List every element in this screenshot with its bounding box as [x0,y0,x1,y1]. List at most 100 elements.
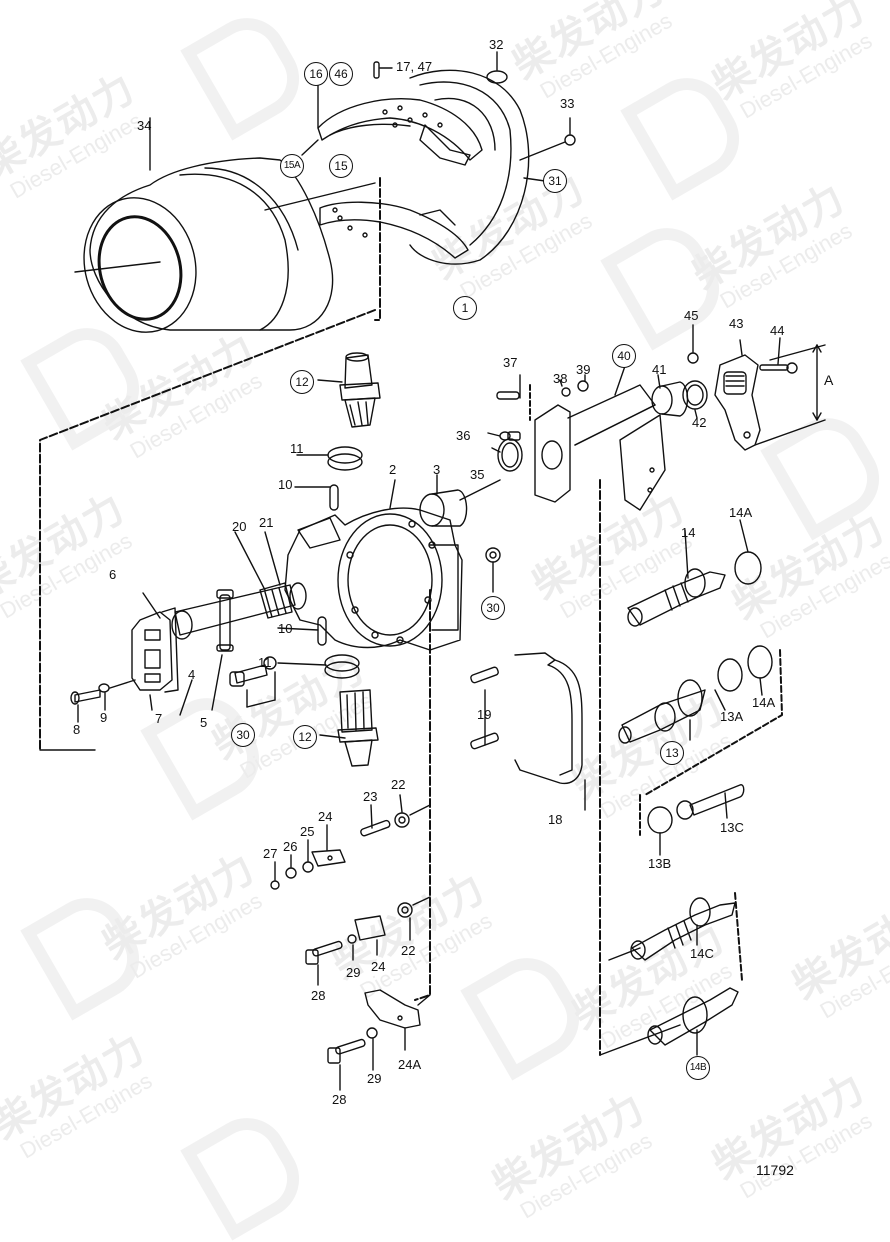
washer-29-top [347,934,357,944]
callout-2: 2 [389,462,397,477]
shaft-13C [689,784,745,816]
callout-33: 33 [560,96,575,111]
camshaft-4 [171,582,307,640]
cap-27 [270,880,280,890]
callout-13B: 13B [648,856,672,871]
bolt-28-bottom [327,1038,366,1064]
spider-housing-2 [284,507,463,651]
adjuster-14B [647,987,739,1046]
callout-10-top: 10 [278,477,293,492]
callout-29-top: 29 [346,965,361,980]
callout-5: 5 [200,715,208,730]
callout-40: 40 [612,344,636,368]
callout-3: 3 [433,462,441,477]
leader-5 [211,654,223,711]
circlip-14A-top [734,551,762,585]
callout-15A: 15A [280,154,304,178]
callout-18: 18 [548,812,563,827]
plug-32 [486,51,508,84]
bushing-22-top [394,812,410,828]
brake-shoe-lower [319,201,469,259]
bolt-5 [216,589,234,652]
callout-27: 27 [263,846,278,861]
screw-33 [519,117,576,161]
nut-39 [577,380,589,392]
bolt-44 [759,362,798,374]
nut-26 [285,867,297,879]
circlip-14A-bottom [747,645,773,679]
callout-13: 13 [660,741,684,765]
callout-35: 35 [470,467,485,482]
callout-22-bottom: 22 [401,943,416,958]
callout-30-right: 30 [481,596,505,620]
lever-24-bottom [354,915,386,941]
callout-6: 6 [109,567,117,582]
callout-43: 43 [729,316,744,331]
callout-20: 20 [232,519,247,534]
callout-1: 1 [453,296,477,320]
callout-46: 46 [329,62,353,86]
callout-9: 9 [100,710,108,725]
leader-4 [179,679,193,716]
callout-11-bottom: 11 [258,655,272,670]
callout-19: 19 [477,707,492,722]
callout-13A: 13A [720,709,744,724]
callout-30-left: 30 [231,723,255,747]
callout-14A-top: 14A [729,505,753,520]
adjuster-13 [618,679,706,744]
gear-13A [717,658,743,692]
stud-37 [496,391,520,400]
leader-7 [149,694,153,711]
callout-44: 44 [770,323,785,338]
callout-36: 36 [456,428,471,443]
callout-22-top: 22 [391,777,406,792]
callout-15: 15 [329,154,353,178]
callout-38: 38 [553,371,568,386]
callout-17-47: 17, 47 [396,59,433,74]
seal-11-top [327,446,363,464]
bolt-28-top [305,940,343,965]
nut-30 [485,547,501,563]
bracket-24A [364,989,421,1029]
callout-8: 8 [73,722,81,737]
pin-10-top [329,484,339,511]
callout-29-bottom: 29 [367,1071,382,1086]
washer-29-bottom [366,1027,378,1039]
slack-adjuster-43 [714,354,761,451]
bushing-3 [419,489,468,527]
backing-plate-31 [409,69,530,265]
callout-28-top: 28 [311,988,326,1003]
callout-10-bottom: 10 [278,621,293,636]
bolt-30 [229,656,277,687]
bushing-41 [651,381,689,417]
callout-24-top: 24 [318,809,333,824]
callout-32: 32 [489,37,504,52]
callout-45: 45 [684,308,699,323]
washer-9 [98,683,110,693]
pin-17-47 [373,61,393,79]
callout-31: 31 [543,169,567,193]
callout-13C: 13C [720,820,744,835]
bolt-19-bottom [470,732,499,750]
callout-41: 41 [652,362,667,377]
callout-23: 23 [363,789,378,804]
cam-bearing-12-top [339,352,381,428]
camshaft-bracket-40 [534,384,666,511]
callout-12-top: 12 [290,370,314,394]
bolt-23 [360,819,391,837]
callout-14: 14 [681,525,696,540]
bushing-22-bottom [397,902,413,918]
lever-24-top [311,849,346,867]
cam-bearing-12-bottom [337,689,379,767]
callout-34: 34 [137,118,152,133]
seal-11-bottom [324,654,360,672]
callout-7: 7 [155,711,163,726]
washer-38 [561,387,571,397]
callout-4: 4 [188,667,196,682]
callout-28-bottom: 28 [332,1092,347,1107]
callout-24A: 24A [398,1057,422,1072]
seal-13B [647,806,673,834]
seal-42 [682,380,708,410]
